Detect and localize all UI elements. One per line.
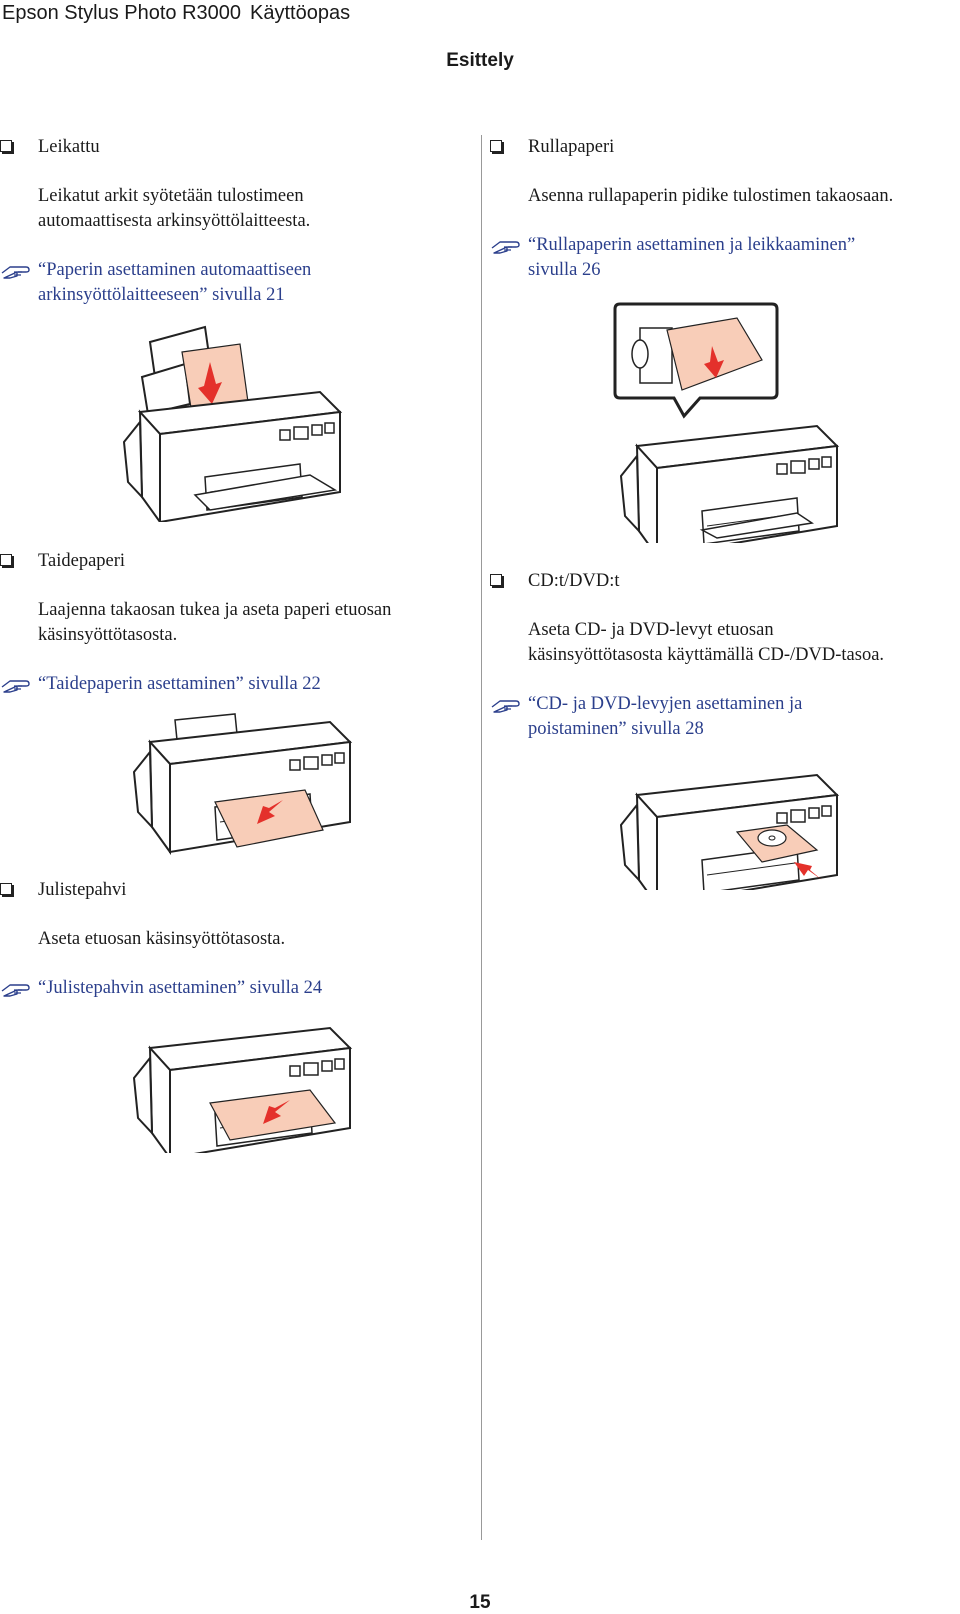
item-body: Aseta CD- ja DVD-levyt etuosan käsinsyöt… (528, 620, 885, 665)
item-body: Laajenna takaosan tukea ja aseta paperi … (38, 600, 392, 645)
item-julistepahvi: Julistepahvi Aseta etuosan käsinsyöttöta… (0, 878, 458, 1001)
product-name: Epson Stylus Photo R3000 (2, 2, 242, 24)
item-title: CD:t/DVD:t (528, 571, 620, 591)
column-divider (481, 135, 482, 1540)
section-title: Esittely (446, 50, 514, 71)
item-body: Aseta etuosan käsinsyöttötasosta. (38, 929, 286, 949)
item-body: Asenna rullapaperin pidike tulostimen ta… (528, 186, 894, 206)
pointing-hand-icon (1, 266, 30, 279)
checkbox-bullet-icon (0, 554, 12, 566)
pointing-hand-icon (1, 680, 30, 693)
manual-title: Käyttöopas (250, 2, 351, 24)
item-body: Leikatut arkit syötetään tulostimeen aut… (38, 186, 311, 231)
pointing-hand-icon (1, 984, 30, 997)
checkbox-bullet-icon (0, 883, 12, 895)
item-title: Rullapaperi (528, 137, 615, 157)
item-title: Leikattu (38, 137, 100, 157)
item-leikattu: Leikattu Leikatut arkit syötetään tulost… (0, 135, 458, 308)
cross-reference-link[interactable]: “Rullapaperin asettaminen ja leikkaamine… (491, 233, 948, 283)
pointing-hand-icon (491, 700, 520, 713)
checkbox-bullet-icon (0, 140, 12, 152)
printer-art-paper-illustration (133, 713, 351, 853)
item-title: Taidepaperi (38, 551, 126, 571)
cross-reference-link[interactable]: “Taidepaperin asettaminen” sivulla 22 (1, 672, 458, 697)
checkbox-bullet-icon (490, 574, 502, 586)
item-taidepaperi: Taidepaperi Laajenna takaosan tukea ja a… (0, 549, 458, 697)
item-title: Julistepahvi (38, 880, 127, 900)
printer-poster-board-illustration (133, 1027, 351, 1153)
printer-cd-tray-illustration (620, 774, 838, 890)
cross-reference-link[interactable]: “Julistepahvin asettaminen” sivulla 24 (1, 976, 458, 1001)
printer-roll-paper-illustration (613, 302, 838, 543)
page-number: 15 (469, 1592, 491, 1613)
item-rullapaperi: Rullapaperi Asenna rullapaperin pidike t… (490, 135, 948, 283)
pointing-hand-icon (491, 241, 520, 254)
item-cd-dvd: CD:t/DVD:t Aseta CD- ja DVD-levyt etuosa… (490, 569, 948, 742)
printer-auto-feeder-illustration (123, 325, 341, 522)
cross-reference-link[interactable]: “CD- ja DVD-levyjen asettaminen ja poist… (491, 692, 948, 742)
cross-reference-link[interactable]: “Paperin asettaminen automaattiseen arki… (1, 258, 458, 308)
checkbox-bullet-icon (490, 140, 502, 152)
